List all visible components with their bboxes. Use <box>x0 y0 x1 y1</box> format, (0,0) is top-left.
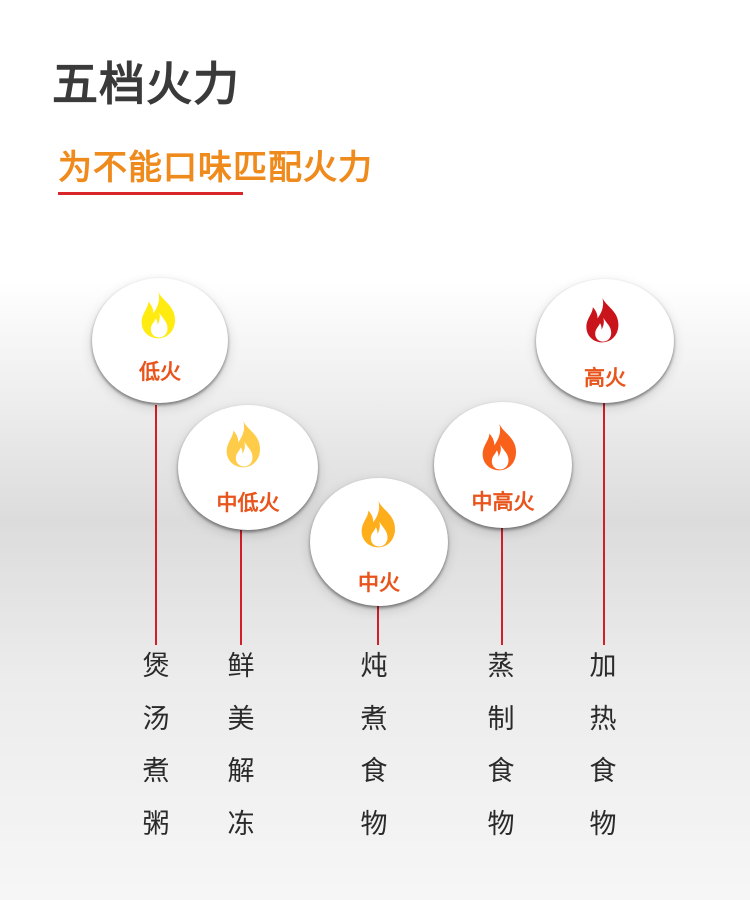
heat-level-medium-high: 中高火 <box>434 402 572 528</box>
connector-line <box>155 405 157 645</box>
heat-level-label: 高火 <box>584 366 626 390</box>
dish-label-medium-low: 鲜 美 解 冻 <box>224 641 258 851</box>
dish-label-high: 加 热 食 物 <box>586 641 620 851</box>
heat-level-label: 中高火 <box>471 490 535 514</box>
connector-line <box>501 528 503 645</box>
dish-char: 煮 <box>142 756 170 787</box>
heat-level-low: 低火 <box>92 278 228 403</box>
dish-char: 汤 <box>142 703 170 735</box>
flame-icon <box>361 500 395 548</box>
dish-label-medium: 炖 煮 食 物 <box>357 641 391 851</box>
flame-icon <box>586 297 619 343</box>
heat-level-high: 高火 <box>536 279 674 403</box>
dish-char: 美 <box>227 703 255 735</box>
connector-line <box>603 403 605 645</box>
connector-line <box>240 530 242 645</box>
dish-char: 鲜 <box>227 651 255 682</box>
dish-char: 物 <box>589 808 617 840</box>
dish-char: 食 <box>589 756 617 787</box>
dish-char: 食 <box>487 756 515 787</box>
dish-label-low: 煲 汤 煮 粥 <box>139 641 173 851</box>
heat-level-label: 中低火 <box>216 491 280 515</box>
heat-level-medium: 中火 <box>310 478 448 606</box>
dish-char: 食 <box>360 756 388 787</box>
flame-icon <box>141 291 175 339</box>
dish-char: 煲 <box>142 651 170 682</box>
dish-char: 解 <box>227 756 255 787</box>
dish-char: 煮 <box>360 703 388 735</box>
flame-icon <box>226 420 260 468</box>
dish-label-medium-high: 蒸 制 食 物 <box>484 641 518 851</box>
dish-char: 物 <box>487 808 515 840</box>
dish-char: 物 <box>360 808 388 840</box>
dish-char: 制 <box>487 703 515 735</box>
flame-icon <box>482 423 516 471</box>
dish-char: 粥 <box>142 808 170 840</box>
dish-char: 冻 <box>227 808 255 840</box>
dish-char: 加 <box>589 651 617 682</box>
dish-char: 炖 <box>360 651 388 682</box>
dish-char: 热 <box>589 703 617 735</box>
page-subtitle: 为不能口味匹配火力 <box>58 148 373 188</box>
page-title: 五档火力 <box>52 57 240 111</box>
dish-char: 蒸 <box>487 651 515 682</box>
heat-level-label: 中火 <box>358 571 400 595</box>
connector-line <box>377 604 379 645</box>
heat-level-medium-low: 中低火 <box>178 405 318 530</box>
heat-level-label: 低火 <box>139 360 181 384</box>
title-underline <box>58 192 243 195</box>
